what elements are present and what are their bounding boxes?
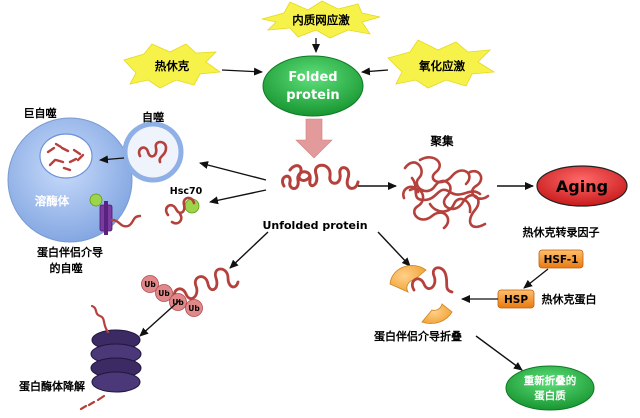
- heat-shock-label: 热休克: [155, 59, 190, 73]
- er-stress-star: 内质网应激: [261, 0, 381, 39]
- hsf1-box: [538, 249, 584, 269]
- hsf-pathway: 热休克转录因子 HSF-1 HSP 热休克蛋白: [461, 225, 600, 309]
- vesicle-protein-fragments: [46, 142, 85, 172]
- folded-protein-ellipse: [262, 55, 364, 117]
- cma-substrate-protein: [164, 196, 196, 225]
- cma-complex: Hsc70 蛋白伴侣介导 的自噬: [37, 186, 203, 275]
- aging-ellipse: [536, 165, 628, 207]
- proteasome-entering-protein: [90, 304, 110, 334]
- lysosome-node: 溶酶体 巨自噬: [7, 106, 133, 243]
- chaperone-substrate-protein: [411, 266, 454, 294]
- ub-label-3: Ub: [172, 298, 184, 307]
- folded-protein-node: Folded protein: [262, 55, 364, 117]
- macroautophagy-label: 巨自噬: [24, 106, 57, 120]
- to-ubiquitination-arrow: [229, 231, 269, 269]
- unfolding-big-arrow: [295, 118, 333, 159]
- proteasome-degradation-label: 蛋白酶体降解: [19, 379, 85, 393]
- refolded-protein-line1: 重新折叠的: [524, 374, 577, 387]
- ubiquitinated-protein: Ub Ub Ub Ub: [141, 267, 240, 317]
- oxidative-stress-arrow: [361, 67, 389, 76]
- er-stress-label: 内质网应激: [292, 13, 350, 27]
- chaperone-right-half: [421, 303, 453, 324]
- hsc70-chaperone-small: [89, 193, 103, 207]
- cma-label-line2: 的自噬: [50, 261, 83, 275]
- unfolded-protein-squiggle: [281, 163, 360, 190]
- autophagy-label: 自噬: [142, 110, 164, 124]
- hsf1-label: HSF-1: [544, 254, 579, 266]
- autophagosome-to-lysosome-arrow: [99, 155, 125, 164]
- to-autophagy-arrow: [199, 161, 267, 181]
- star-burst-shape: [261, 0, 381, 39]
- refolded-protein-ellipse: [505, 365, 595, 411]
- unfolded-protein-label: Unfolded protein: [262, 219, 367, 232]
- ub-tag-4: [185, 299, 203, 317]
- aggregate-node: 聚集: [402, 134, 490, 230]
- aggregate-tangle: [402, 156, 490, 230]
- hsp-label: HSP: [504, 294, 528, 306]
- unfolded-protein-node: Unfolded protein: [262, 163, 368, 232]
- macroautophagy-vesicle: [39, 133, 93, 179]
- cma-translocating-protein: [110, 214, 142, 228]
- heat-shock-star: 热休克: [123, 43, 222, 89]
- star-burst-shape: [387, 39, 496, 89]
- hsf1-to-hsp-arrow: [523, 268, 549, 289]
- oxidative-stress-star: 氧化应激: [387, 39, 496, 89]
- to-chaperone-folding-arrow: [377, 231, 411, 267]
- ub-label-4: Ub: [188, 304, 200, 313]
- oxidative-stress-label: 氧化应激: [418, 59, 465, 73]
- ub-substrate-protein: [173, 267, 240, 302]
- refolded-protein-node: 重新折叠的 蛋白质: [505, 365, 595, 411]
- refolded-protein-line2: 蛋白质: [534, 389, 566, 402]
- proteasome-peptide-fragments: [79, 394, 106, 411]
- aggregation-label: 聚集: [430, 134, 454, 148]
- hsf-label: 热休克转录因子: [523, 225, 600, 239]
- ub-tag-2: [155, 284, 173, 302]
- proteasome: 蛋白酶体降解: [19, 304, 142, 411]
- ub-label-2: Ub: [158, 289, 170, 298]
- folded-protein-line1: Folded: [288, 70, 337, 85]
- hsc70-label: Hsc70: [170, 186, 203, 197]
- ub-tag-1: [141, 275, 159, 293]
- aging-node: Aging: [536, 165, 628, 207]
- autophagosome: 自噬: [122, 110, 184, 183]
- autophagosome-ring: [122, 121, 184, 183]
- lamp-receptor-band: [104, 201, 108, 235]
- lysosome-label: 溶酶体: [35, 194, 70, 208]
- to-proteasome-arrow: [139, 299, 181, 337]
- folded-protein-line2: protein: [286, 88, 339, 103]
- chaperone-folding-label: 蛋白伴侣介导折叠: [374, 329, 462, 343]
- cma-label-line1: 蛋白伴侣介导: [37, 245, 103, 259]
- ub-label-1: Ub: [144, 280, 156, 289]
- heat-shock-protein-label: 热休克蛋白: [542, 292, 597, 306]
- chaperone-left-half: [389, 264, 427, 293]
- aging-label: Aging: [556, 177, 608, 196]
- to-cma-arrow: [209, 189, 267, 205]
- to-refolded-arrow: [475, 335, 523, 371]
- heat-shock-arrow: [221, 67, 263, 76]
- star-burst-shape: [123, 43, 222, 89]
- autophagosome-protein: [137, 140, 168, 164]
- chaperone-folding: 蛋白伴侣介导折叠: [374, 264, 462, 343]
- proteasome-ring-4: [91, 371, 141, 393]
